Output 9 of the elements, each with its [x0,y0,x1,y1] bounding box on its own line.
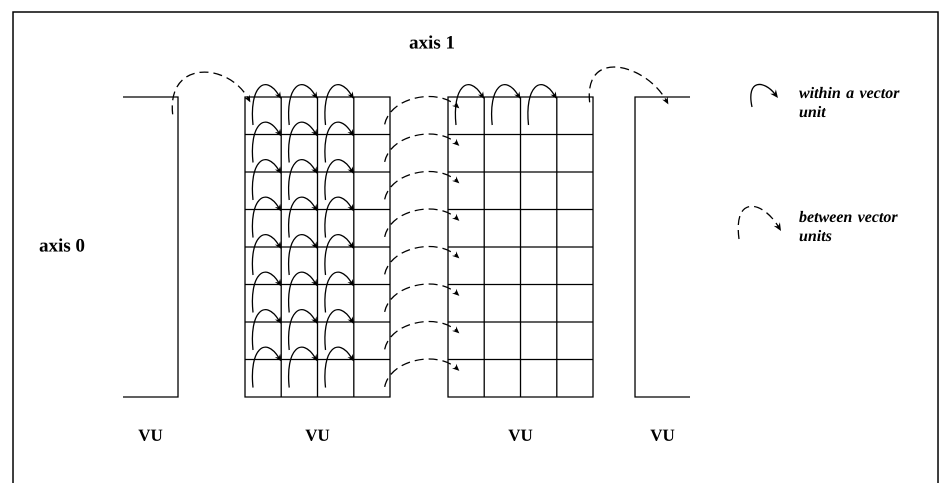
dashed-arrow [172,72,250,114]
vector-unit: VU [244,96,391,442]
legend-text: between vector units [799,210,898,242]
axis-label: axis 1 [410,35,454,49]
vector-unit: VU [123,96,179,442]
axis-label: axis 0 [40,238,84,252]
legend-text: within a vector unit [799,86,900,118]
vector-unit: VU [447,96,594,442]
vector-unit: VU [634,96,690,442]
